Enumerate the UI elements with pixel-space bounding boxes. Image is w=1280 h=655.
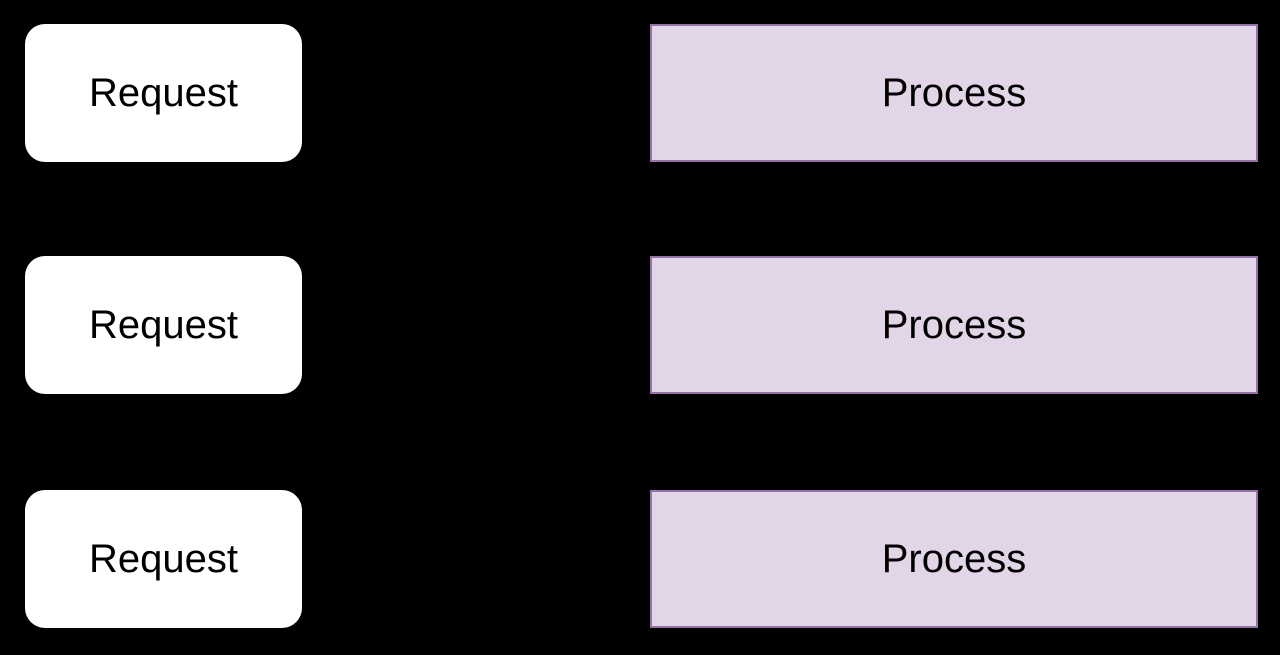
request-node-1[interactable]: Request [25,24,302,162]
process-node-2-label: Process [881,303,1027,347]
process-node-3-label: Process [881,537,1027,581]
request-node-2-label: Request [89,303,238,347]
process-node-1[interactable]: Process [650,24,1258,162]
request-node-3-label: Request [89,537,238,581]
process-node-3[interactable]: Process [650,490,1258,628]
process-node-1-label: Process [881,71,1027,115]
request-node-1-label: Request [89,71,238,115]
request-node-3[interactable]: Request [25,490,302,628]
request-node-2[interactable]: Request [25,256,302,394]
process-node-2[interactable]: Process [650,256,1258,394]
